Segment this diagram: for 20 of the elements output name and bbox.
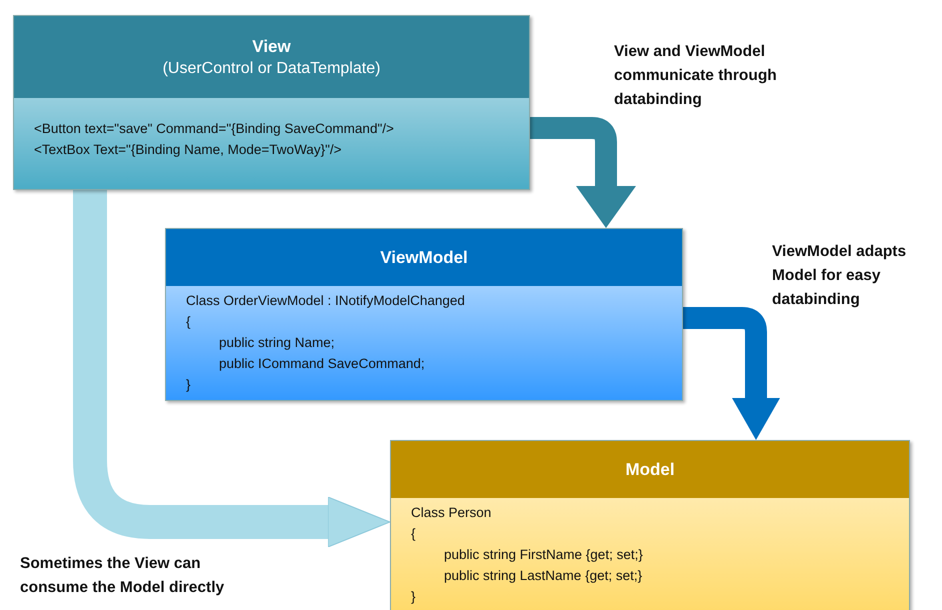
box-title: Model: [625, 460, 675, 480]
box-subtitle: (UserControl or DataTemplate): [162, 60, 380, 78]
code-line: {: [411, 525, 416, 543]
code-line: }: [411, 588, 416, 606]
class-box: [165, 228, 683, 401]
arrow: [73, 190, 390, 548]
code-line: }: [186, 376, 191, 394]
class-box: [390, 440, 910, 610]
class-box: [13, 15, 530, 190]
code-line: <Button text="save" Command="{Binding SaveCommand"/>: [34, 120, 394, 138]
code-line: <TextBox Text="{Binding Name, Mode=TwoWay}"/>: [34, 141, 342, 159]
box-title: ViewModel: [380, 248, 468, 268]
code-line: {: [186, 313, 191, 331]
code-line: public string FirstName {get; set;}: [444, 546, 643, 564]
code-line: public string LastName {get; set;}: [444, 567, 642, 585]
code-line: Class Person: [411, 504, 492, 522]
code-line: Class OrderViewModel : INotifyModelChanged: [186, 292, 465, 310]
box-title: View: [252, 36, 291, 56]
code-line: public string Name;: [219, 334, 335, 352]
code-line: public ICommand SaveCommand;: [219, 355, 425, 373]
